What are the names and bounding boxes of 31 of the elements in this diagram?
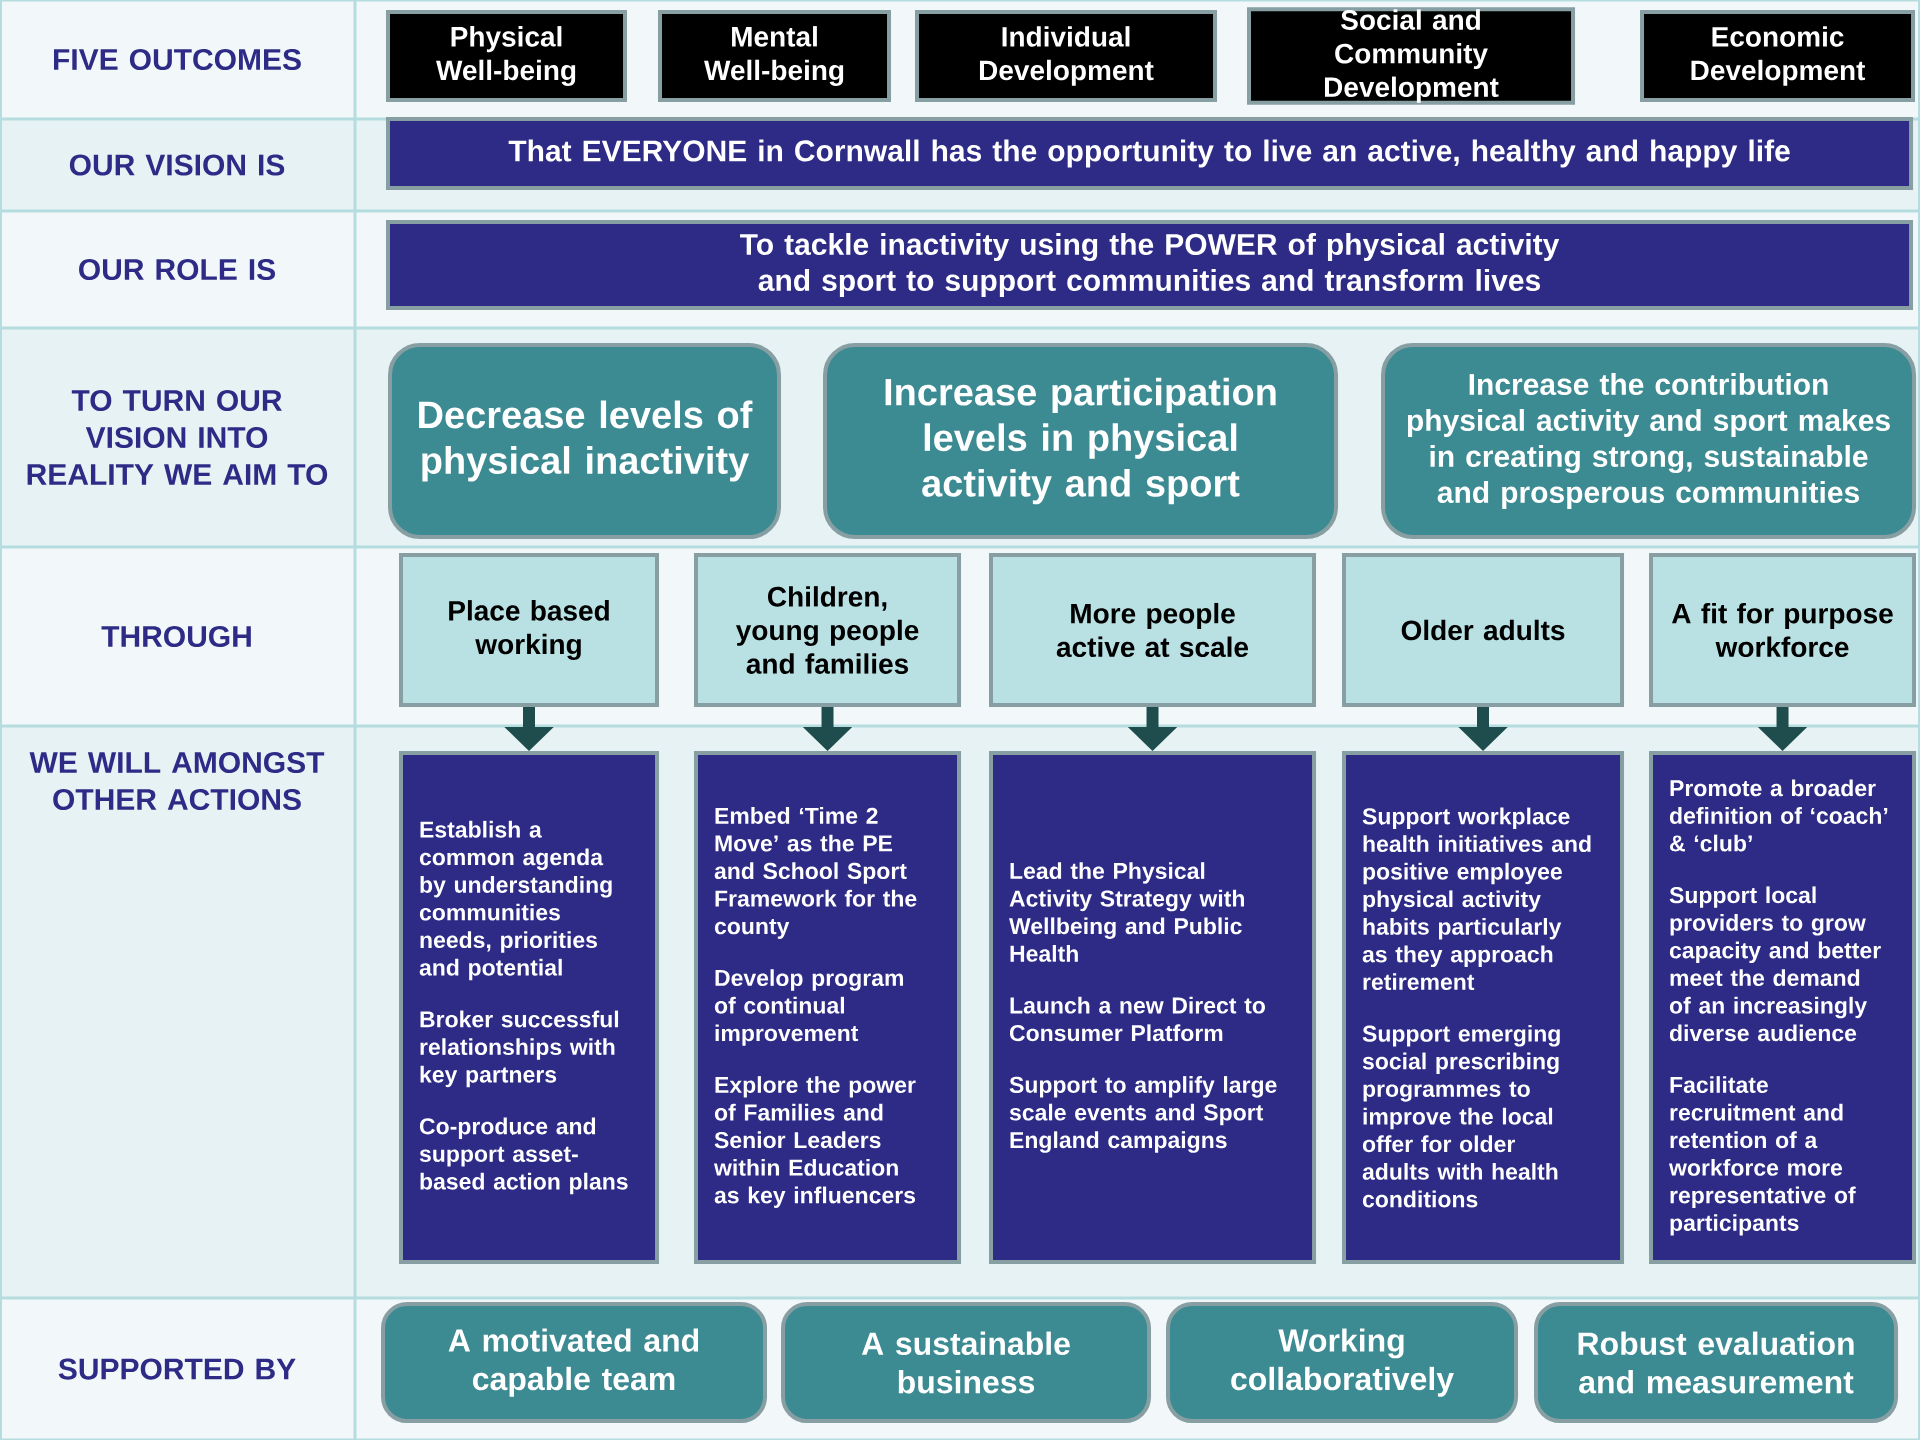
- outcome-box: Social and Community Development: [1247, 7, 1576, 105]
- row-heading: TO TURN OUR VISION INTO REALITY WE AIM TO: [27, 389, 328, 486]
- outcome-box: Individual Development: [915, 10, 1217, 102]
- action-box: Lead the Physical Activity Strategy with Wellbeing and Public Health Launch a new Direct to Consumer Platform Support to amplify large scale events and Sport England campaigns: [989, 751, 1316, 1264]
- theme-box: A fit for purpose workforce: [1649, 553, 1917, 707]
- support-box: A sustainable business: [781, 1302, 1152, 1423]
- banner-box: To tackle inactivity using the POWER of physical activity and sport to support communities and transform lives: [386, 220, 1914, 310]
- aim-box: Decrease levels of physical inactivity: [388, 343, 781, 539]
- outcome-box: Mental Well-being: [658, 10, 891, 102]
- banner-box: That EVERYONE in Cornwall has the opportunity to live an active, healthy and happy life: [386, 117, 1914, 190]
- theme-box: Children, young people and families: [694, 553, 961, 707]
- action-box: Establish a common agenda by understanding communities needs, priorities and potential Broker successful relationships with key partners Co-produce and support asset-based action plans: [399, 751, 659, 1264]
- row-heading: THROUGH: [101, 625, 251, 648]
- row-heading: SUPPORTED BY: [58, 1358, 296, 1380]
- row-heading: FIVE OUTCOMES: [54, 48, 301, 71]
- outcome-box: Economic Development: [1640, 10, 1916, 102]
- theme-box: Place based working: [399, 553, 659, 707]
- row-heading: OUR VISION IS: [69, 154, 285, 176]
- support-box: Robust evaluation and measurement: [1534, 1302, 1899, 1423]
- outcome-box: Physical Well-being: [386, 10, 627, 102]
- support-box: A motivated and capable team: [381, 1302, 767, 1423]
- action-box: Support workplace health initiatives and positive employee physical activity habits particularly as they approach retirement Support emerging social prescribing programmes to improve the local offer for older adults with health conditions: [1342, 751, 1625, 1264]
- action-box: Embed ‘Time 2 Move’ as the PE and School Sport Framework for the county Develop program of continual improvement Explore the power of Families and Senior Leaders within Education as key influencers: [694, 751, 961, 1264]
- action-box: Promote a broader definition of ‘coach’ & ‘club’ Support local providers to grow capacity and better meet the demand of an increasingly diverse audience Facilitate recruitment and retention of a workforce more representative of participants: [1649, 751, 1917, 1264]
- row-heading: OUR ROLE IS: [79, 258, 275, 281]
- support-box: Working collaboratively: [1166, 1302, 1519, 1423]
- theme-box: More people active at scale: [989, 553, 1316, 707]
- aim-box: Increase participation levels in physical activity and sport: [823, 343, 1338, 539]
- theme-box: Older adults: [1342, 553, 1625, 707]
- aim-box: Increase the contribution physical activity and sport makes in creating strong, sustainable and prosperous communities: [1381, 343, 1917, 539]
- row-heading: WE WILL AMONGST OTHER ACTIONS: [29, 751, 325, 811]
